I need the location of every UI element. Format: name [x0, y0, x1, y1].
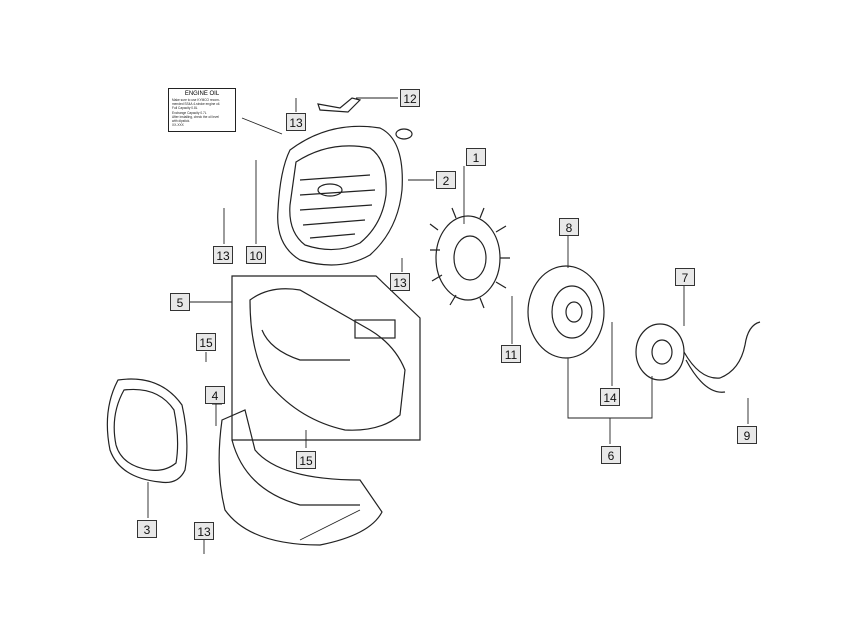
- callout-3: 3: [137, 520, 157, 538]
- shroud-lower-part: [218, 409, 383, 546]
- oil-label-line: mended SS4A 4-stroke engine oil.: [172, 102, 221, 107]
- callout-6: 6: [601, 446, 621, 464]
- callout-13: 13: [194, 522, 214, 540]
- callout-2: 2: [436, 171, 456, 189]
- callout-10: 10: [246, 246, 266, 264]
- callout-7: 7: [675, 268, 695, 286]
- bracket-part: [317, 97, 362, 113]
- stator-part: [635, 321, 761, 393]
- oil-label-line: Make sure to use KYMCO recom-: [172, 98, 220, 102]
- group-box-5: [231, 275, 421, 441]
- callout-15: 15: [196, 333, 216, 351]
- oil-label-line: Exchange Capacity 0.7L: [172, 110, 207, 115]
- callout-9: 9: [737, 426, 757, 444]
- callout-8: 8: [559, 218, 579, 236]
- flywheel-part: [527, 265, 605, 359]
- callout-5: 5: [170, 293, 190, 311]
- callout-13: 13: [213, 246, 233, 264]
- shroud-upper-part: [249, 288, 406, 431]
- oil-label-line: with dipstick.: [172, 119, 191, 124]
- oil-label-line: Full Capacity 0.8L: [172, 106, 198, 111]
- engine-oil-label: ENGINE OIL Make sure to use KYMCO recom-…: [168, 88, 236, 132]
- callout-4: 4: [205, 386, 225, 404]
- oil-label-line: XX-XXX: [172, 123, 184, 128]
- fan-cover-part: [277, 125, 413, 266]
- callout-1: 1: [466, 148, 486, 166]
- gasket-part: [106, 378, 188, 484]
- callout-13: 13: [390, 273, 410, 291]
- oil-label-line: After installing, check the oil level: [172, 114, 219, 119]
- oil-label-title: ENGINE OIL: [184, 91, 220, 97]
- callout-11: 11: [501, 345, 521, 363]
- callout-15: 15: [296, 451, 316, 469]
- callout-14: 14: [600, 388, 620, 406]
- callout-12: 12: [400, 89, 420, 107]
- cooling-fan-part: [429, 207, 510, 309]
- callout-13: 13: [286, 113, 306, 131]
